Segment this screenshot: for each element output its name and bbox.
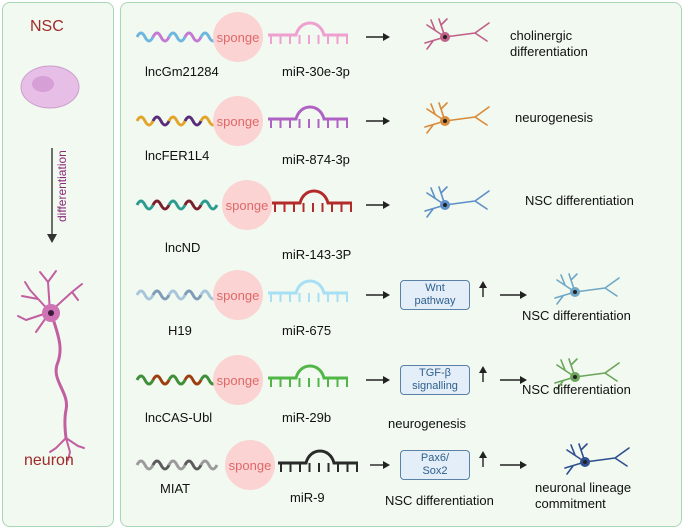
outcome-2-label: NSC differentiation bbox=[525, 193, 634, 208]
mirna-2-label: miR-143-3P bbox=[282, 247, 352, 262]
arrow-0-head bbox=[383, 33, 390, 41]
arrow-5-head bbox=[383, 461, 390, 469]
up-arrow-4-head bbox=[479, 366, 487, 373]
sponge-0: sponge bbox=[213, 12, 263, 62]
mirna-5-label: miR-9 bbox=[290, 490, 325, 505]
up-arrow-5-head bbox=[479, 451, 487, 458]
lncrna-3-strand-icon bbox=[135, 289, 219, 301]
neuron-5-icon bbox=[564, 443, 630, 475]
mirna-1-label: miR-874-3p bbox=[282, 152, 350, 167]
arrow-3-b-head bbox=[520, 291, 527, 299]
mirna-4-icon bbox=[268, 364, 348, 387]
arrow-2-head bbox=[383, 201, 390, 209]
differentiation-arrow-icon bbox=[47, 148, 57, 243]
arrow-5-b-head bbox=[520, 461, 527, 469]
neuron-2-icon bbox=[424, 186, 490, 218]
sponge-4: sponge bbox=[213, 355, 263, 405]
lncrna-5-strand-icon bbox=[135, 459, 219, 471]
outcome-1-label: neurogenesis bbox=[515, 110, 594, 125]
neuron-0-icon bbox=[424, 18, 490, 50]
right-panel bbox=[120, 2, 682, 527]
mirna-1-icon bbox=[268, 105, 348, 128]
outcome-5-label: neuronal lineage commitment bbox=[535, 480, 632, 512]
neuron-1-icon bbox=[424, 102, 490, 134]
lncrna-1-strand-icon bbox=[135, 115, 219, 127]
neuron-4-icon bbox=[554, 358, 620, 390]
lncrna-4-label: lncCAS-Ubl bbox=[145, 410, 213, 425]
pathway-5-box: Pax6/ Sox2 bbox=[400, 450, 470, 480]
neuron-label: neuron bbox=[24, 452, 74, 469]
mirna-3-label: miR-675 bbox=[282, 323, 332, 338]
outcome-0-label: cholinergic differentiation bbox=[510, 28, 588, 60]
mirna-5-icon bbox=[278, 449, 358, 472]
lncrna-4-strand-icon bbox=[135, 374, 219, 386]
lncrna-3-label: H19 bbox=[168, 323, 192, 338]
lncrna-0-strand-icon bbox=[135, 31, 219, 43]
side-5-label: NSC differentiation bbox=[385, 493, 494, 508]
lncrna-1-label: lncFER1L4 bbox=[145, 148, 210, 163]
outcome-3-label: NSC differentiation bbox=[522, 308, 631, 323]
mirna-2-icon bbox=[272, 189, 352, 212]
neuron-3-icon bbox=[554, 273, 620, 305]
lncrna-2-label: lncND bbox=[165, 240, 201, 255]
sponge-2: sponge bbox=[222, 180, 272, 230]
mirna-4-label: miR-29b bbox=[282, 410, 332, 425]
lncrna-5-label: MIAT bbox=[160, 481, 191, 496]
arrow-1-head bbox=[383, 117, 390, 125]
nsc-label: NSC bbox=[30, 18, 64, 35]
sponge-5: sponge bbox=[225, 440, 275, 490]
nsc-cell-icon bbox=[20, 65, 80, 109]
neuron-icon bbox=[17, 270, 85, 461]
mirna-3-icon bbox=[268, 279, 348, 302]
sponge-3: sponge bbox=[213, 270, 263, 320]
arrow-4-b-head bbox=[520, 376, 527, 384]
lncrna-0-label: lncGm21284 bbox=[145, 64, 219, 79]
mirna-0-label: miR-30e-3p bbox=[282, 64, 350, 79]
pathway-4-box: TGF-β signalling bbox=[400, 365, 470, 395]
arrow-4-head bbox=[383, 376, 390, 384]
side-4-label: neurogenesis bbox=[388, 416, 467, 431]
neuron-nucleus-icon bbox=[48, 310, 54, 316]
mirna-0-icon bbox=[268, 21, 348, 44]
pathway-3-box: Wnt pathway bbox=[400, 280, 470, 310]
outcome-4-label: NSC differentiation bbox=[522, 382, 631, 397]
arrow-3-head bbox=[383, 291, 390, 299]
up-arrow-3-head bbox=[479, 281, 487, 288]
lncrna-2-strand-icon bbox=[135, 199, 219, 211]
sponge-1: sponge bbox=[213, 96, 263, 146]
